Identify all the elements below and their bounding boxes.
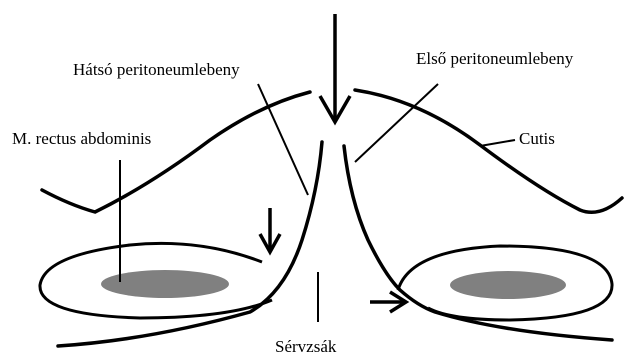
- leader-elso: [355, 84, 438, 162]
- label-servzsak: Sérvzsák: [275, 338, 336, 355]
- leader-cutis: [480, 140, 515, 146]
- cutis-right-curve: [355, 90, 622, 212]
- anterior-peritoneum-wall: [344, 146, 612, 340]
- label-hatso-peritoneumlebeny: Hátsó peritoneumlebeny: [73, 61, 240, 78]
- right-muscle-core: [450, 271, 566, 299]
- label-elso-peritoneumlebeny: Első peritoneumlebeny: [416, 50, 573, 67]
- label-m-rectus-abdominis: M. rectus abdominis: [12, 130, 151, 147]
- label-cutis: Cutis: [519, 130, 555, 147]
